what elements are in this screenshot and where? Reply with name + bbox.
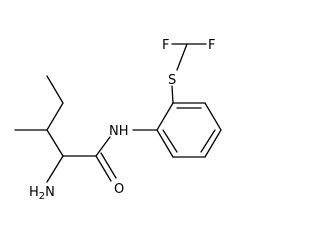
ring-double-inner-2: [200, 129, 216, 153]
bond-c-s: [176, 43, 188, 71]
atom-sulfur: S: [168, 73, 176, 88]
bond-nh-carbonyl: [95, 136, 111, 157]
bond-beta-ethyl: [46, 102, 64, 131]
bond-carbonyl-o-2: [100, 152, 117, 179]
bond-carbonyl-o-1: [95, 155, 112, 182]
ring-double-inner-3: [162, 129, 178, 153]
atom-fluorine-left: F: [162, 38, 169, 53]
bond-alpha-beta: [46, 129, 64, 157]
bond-s-ring: [171, 85, 174, 104]
bond-alpha-nh2: [46, 155, 64, 183]
ring-bond-3: [204, 129, 222, 158]
ring-bond-6: [156, 102, 174, 131]
atom-amine-nh2: H2N: [29, 185, 55, 202]
molecule-drawing: F F S NH H2N O: [14, 38, 222, 202]
atom-fluorine-right: F: [208, 38, 215, 53]
structure-diagram: F F S NH H2N O: [14, 38, 222, 202]
atom-amide-nh: NH: [109, 124, 129, 139]
bond-ethyl-terminal: [46, 75, 64, 104]
atom-carbonyl-oxygen: O: [114, 182, 124, 197]
ring-bond-5: [156, 129, 174, 158]
ring-bond-2: [204, 102, 222, 131]
